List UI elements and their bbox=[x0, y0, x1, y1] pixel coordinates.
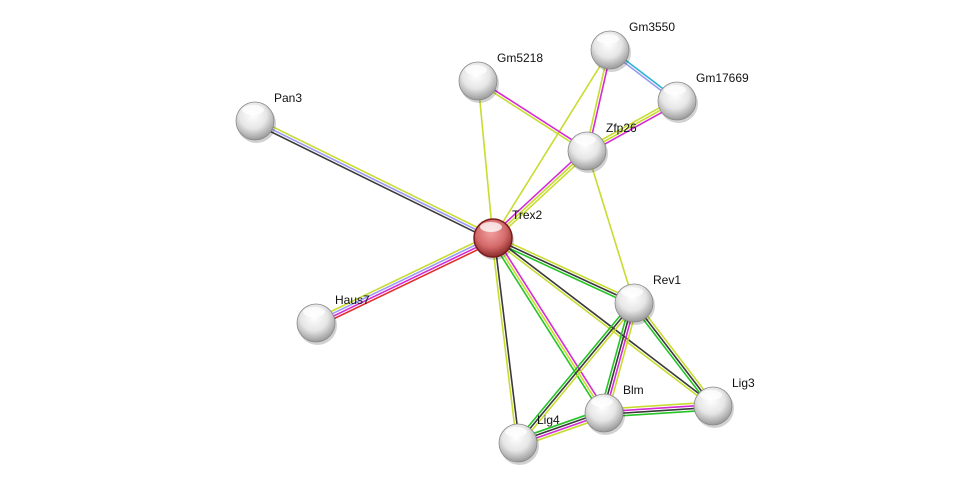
node-gm5218[interactable] bbox=[458, 61, 499, 103]
node-highlight bbox=[621, 287, 643, 297]
edge-evidence-textmining bbox=[491, 238, 713, 408]
node-label-pan3: Pan3 bbox=[274, 91, 303, 105]
node-pan3[interactable] bbox=[235, 101, 276, 143]
edge-trex2-lig4[interactable] bbox=[490, 237, 521, 444]
edge-evidence-textmining bbox=[586, 150, 635, 304]
edge-evidence-textmining bbox=[492, 49, 611, 239]
edge-evidence-neighborhood bbox=[515, 300, 633, 442]
node-rev1[interactable] bbox=[614, 283, 655, 325]
node-zfp26[interactable] bbox=[567, 131, 608, 173]
edge-evidence-textmining bbox=[477, 80, 494, 239]
nodes-layer bbox=[235, 30, 734, 465]
edge-evidence-neighborhood bbox=[631, 304, 712, 409]
edge-rev1-lig4[interactable] bbox=[515, 300, 637, 446]
node-label-blm: Blm bbox=[623, 383, 644, 397]
node-highlight bbox=[480, 222, 502, 232]
edge-trex2-rev1[interactable] bbox=[491, 234, 636, 307]
node-highlight bbox=[505, 427, 527, 437]
edge-evidence-experiments bbox=[494, 236, 607, 413]
node-highlight bbox=[242, 105, 264, 115]
node-highlight bbox=[574, 135, 596, 145]
edge-trex2-blm[interactable] bbox=[490, 236, 607, 415]
edge-evidence-textmining bbox=[519, 304, 637, 446]
edge-evidence-experiments bbox=[478, 79, 589, 151]
edge-evidence-homology bbox=[315, 236, 493, 323]
edge-trex2-zfp26[interactable] bbox=[490, 148, 590, 241]
node-highlight bbox=[591, 397, 613, 407]
node-highlight bbox=[664, 85, 686, 95]
edge-evidence-textmining bbox=[476, 81, 587, 153]
node-highlight bbox=[465, 65, 487, 75]
node-highlight bbox=[700, 390, 722, 400]
edge-evidence-textmining bbox=[635, 300, 716, 405]
edge-evidence-textmining bbox=[492, 150, 588, 239]
edge-evidence-experiments bbox=[490, 148, 586, 237]
node-gm17669[interactable] bbox=[657, 81, 698, 123]
node-lig3[interactable] bbox=[693, 386, 734, 428]
edge-evidence-neighborhood bbox=[491, 239, 634, 307]
edge-evidence-experiments bbox=[316, 238, 494, 325]
edge-gm5218-zfp26[interactable] bbox=[476, 79, 589, 153]
node-highlight bbox=[597, 34, 619, 44]
edge-evidence-textmining bbox=[255, 117, 495, 237]
node-blm[interactable] bbox=[584, 393, 625, 435]
edge-evidence-textmining bbox=[492, 237, 605, 414]
node-label-zfp26: Zfp26 bbox=[606, 121, 637, 135]
node-label-rev1: Rev1 bbox=[653, 273, 682, 287]
edge-zfp26-rev1[interactable] bbox=[586, 150, 635, 304]
node-label-lig3: Lig3 bbox=[732, 376, 755, 390]
edge-evidence-coexpression bbox=[633, 302, 714, 407]
edge-evidence-coexpression bbox=[493, 236, 715, 406]
edge-trex2-lig3[interactable] bbox=[491, 236, 715, 408]
edge-trex2-pan3[interactable] bbox=[253, 117, 495, 242]
edge-evidence-textmining bbox=[493, 234, 636, 302]
node-label-haus7: Haus7 bbox=[335, 293, 370, 307]
node-highlight bbox=[303, 307, 325, 317]
node-trex2[interactable] bbox=[473, 218, 514, 260]
edge-rev1-lig3[interactable] bbox=[631, 300, 716, 409]
edge-evidence-textmining bbox=[490, 238, 518, 444]
node-label-lig4: Lig4 bbox=[537, 413, 560, 427]
node-label-gm3550: Gm3550 bbox=[629, 20, 676, 34]
edge-evidence-coexpression bbox=[253, 122, 493, 242]
node-label-gm17669: Gm17669 bbox=[696, 71, 749, 85]
node-label-gm5218: Gm5218 bbox=[497, 51, 544, 65]
edge-evidence-fusion bbox=[317, 240, 496, 328]
node-gm3550[interactable] bbox=[590, 30, 631, 72]
edge-evidence-textmining bbox=[494, 152, 590, 241]
edge-trex2-haus7[interactable] bbox=[313, 233, 496, 328]
edge-evidence-homology bbox=[254, 120, 494, 239]
node-haus7[interactable] bbox=[296, 303, 337, 345]
edge-trex2-gm3550[interactable] bbox=[492, 49, 611, 239]
edge-evidence-coexpression bbox=[492, 237, 635, 304]
node-lig4[interactable] bbox=[498, 423, 539, 465]
edge-trex2-gm5218[interactable] bbox=[477, 80, 494, 239]
node-label-trex2: Trex2 bbox=[512, 208, 543, 222]
edge-evidence-neighborhood bbox=[490, 238, 603, 415]
edge-evidence-coexpression bbox=[517, 302, 635, 444]
edge-evidence-coexpression bbox=[493, 237, 521, 443]
edge-evidence-textmining bbox=[313, 233, 492, 321]
